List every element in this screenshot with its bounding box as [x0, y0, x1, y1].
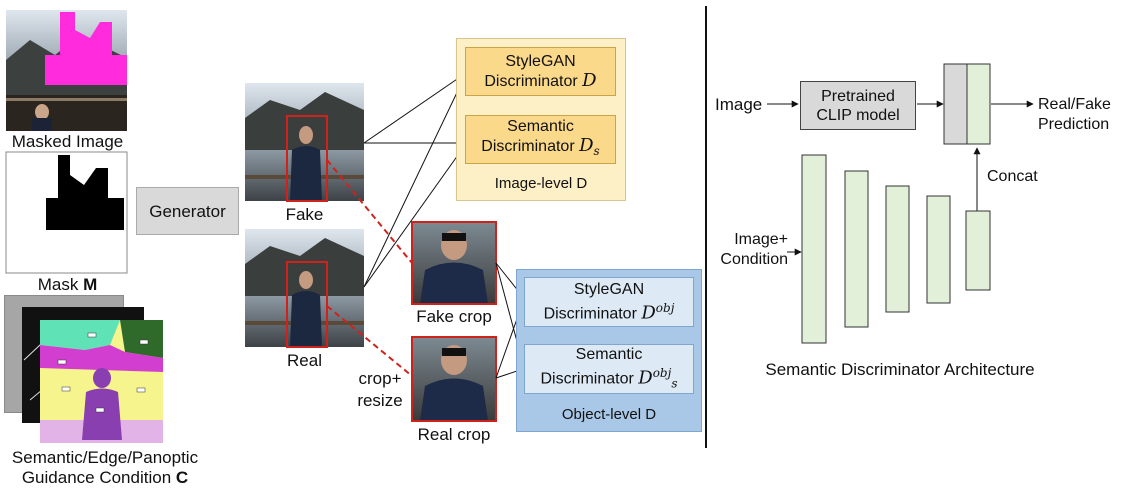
object-stylegan-superscript: obj: [655, 301, 675, 316]
masked-image-photo: [6, 10, 127, 131]
image-stylegan-line1: StyleGAN: [505, 53, 576, 70]
feature-bar-1: [801, 154, 827, 344]
architecture-title: Semantic Discriminator Architecture: [765, 360, 1035, 379]
real-crop-label: Real crop: [417, 425, 491, 444]
image-stylegan-line2: Discriminator D: [484, 71, 596, 91]
crop-connector-real: [326, 305, 413, 377]
fake-crop-label: Fake crop: [416, 307, 492, 326]
object-semantic-superscript: obj: [652, 365, 672, 380]
object-semantic-line1: Semantic: [575, 345, 643, 363]
object-stylegan-line2: Discriminator Dobj: [544, 299, 675, 323]
image-semantic-line2: Discriminator Ds: [481, 136, 599, 161]
real-photo: [245, 229, 364, 348]
object-stylegan-line1: StyleGAN: [573, 281, 645, 299]
clip-line2: CLIP model: [816, 106, 900, 124]
fake-photo: [245, 83, 364, 202]
object-stylegan-line2-text: Discriminator: [543, 305, 637, 323]
arch-concat-label: Concat: [987, 168, 1038, 185]
condition-label-line1: Semantic/Edge/Panoptic: [11, 448, 199, 467]
mask-photo: [5, 151, 128, 274]
mask-label-text: Mask: [37, 275, 84, 294]
mask-label-symbol: M: [83, 275, 98, 294]
fake-crop-photo: [411, 221, 497, 305]
object-semantic-line2-text: Discriminator: [540, 370, 634, 388]
image-semantic-line2-text: Discriminator: [481, 138, 575, 156]
crop-resize-line1: crop+: [358, 369, 402, 388]
crop-connector-fake: [326, 159, 413, 264]
real-label: Real: [287, 351, 322, 370]
image-stylegan-discriminator-box: StyleGAN Discriminator D: [465, 47, 616, 96]
image-stylegan-symbol: D: [582, 70, 597, 91]
arch-condition-input-line2: Condition: [720, 251, 788, 268]
object-semantic-discriminator-box: Semantic Discriminator Dobjs: [524, 344, 694, 394]
concat-block-clip: [943, 63, 968, 145]
condition-label-line2: Guidance Condition C: [0, 468, 210, 488]
clip-line1: Pretrained: [821, 87, 895, 105]
arch-output-line1: Real/Fake: [1038, 96, 1111, 113]
arch-condition-input-line1: Image+: [734, 231, 788, 248]
mask-label: Mask M: [0, 275, 135, 295]
generator-label: Generator: [149, 201, 226, 221]
architecture-arrows: [767, 100, 1034, 256]
condition-label-text: Guidance Condition: [21, 468, 176, 487]
image-semantic-line1: Semantic: [507, 118, 574, 136]
feature-bar-4: [926, 195, 951, 304]
arch-image-input-label: Image: [715, 95, 763, 114]
feature-bar-3: [885, 185, 910, 313]
fake-label: Fake: [285, 205, 324, 224]
image-semantic-symbol: D: [579, 135, 594, 157]
object-semantic-symbol: D: [638, 367, 653, 389]
object-stylegan-discriminator-box: StyleGAN Discriminator Dobj: [524, 277, 694, 327]
image-level-arrows: [363, 74, 464, 288]
image-semantic-discriminator-box: Semantic Discriminator Ds: [465, 115, 616, 164]
object-stylegan-symbol: D: [641, 302, 656, 324]
clip-model-box: Pretrained CLIP model: [800, 81, 916, 130]
object-semantic-line2: Discriminator Dobjs: [540, 364, 677, 394]
condition-stack: [4, 295, 163, 443]
image-semantic-subscript: s: [593, 144, 600, 159]
arch-output-line2: Prediction: [1038, 116, 1110, 133]
concat-block-condition: [966, 63, 991, 145]
masked-image-label: Masked Image: [11, 132, 124, 151]
real-crop-photo: [411, 336, 497, 422]
crop-resize-line2: resize: [357, 391, 403, 410]
condition-label-symbol: C: [175, 468, 189, 487]
feature-bar-5: [965, 210, 991, 291]
generator-box: Generator: [136, 187, 239, 235]
object-semantic-subscript: s: [671, 376, 678, 391]
image-stylegan-line2-text: Discriminator: [484, 73, 578, 90]
object-level-caption: Object-level D: [561, 406, 657, 423]
feature-bar-2: [844, 170, 869, 328]
image-level-caption: Image-level D: [494, 175, 588, 192]
